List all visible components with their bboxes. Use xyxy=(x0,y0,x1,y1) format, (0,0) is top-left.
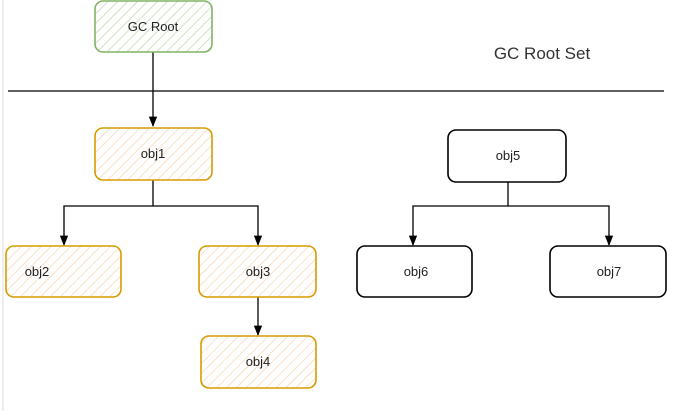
obj4-label: obj4 xyxy=(246,354,271,369)
edge-obj5-obj6 xyxy=(408,182,509,247)
root-set-label: GC Root Set xyxy=(494,44,591,63)
obj7-label: obj7 xyxy=(597,264,622,279)
obj2-box xyxy=(5,245,122,298)
obj5-label: obj5 xyxy=(496,148,521,163)
obj6-box xyxy=(356,245,473,298)
obj2-label: obj2 xyxy=(25,264,50,279)
edge-obj1-obj2 xyxy=(59,180,154,247)
obj1-box xyxy=(94,127,213,181)
obj4-node: obj4 xyxy=(200,335,317,389)
gc-root-node: GC Root xyxy=(94,0,213,53)
connectors xyxy=(59,52,614,337)
obj3-label: obj3 xyxy=(246,264,271,279)
edge-obj1-obj3 xyxy=(153,205,263,247)
gc-root-label: GC Root xyxy=(128,19,179,34)
obj6-node: obj6 xyxy=(356,245,473,298)
obj7-node: obj7 xyxy=(549,245,667,298)
obj3-box xyxy=(198,245,317,298)
gc-root-box xyxy=(94,0,213,53)
edge-obj5-obj7 xyxy=(508,205,614,247)
obj7-box xyxy=(549,245,667,298)
obj5-box xyxy=(447,129,567,183)
obj1-label: obj1 xyxy=(141,146,166,161)
obj5-node: obj5 xyxy=(447,129,567,183)
obj1-node: obj1 xyxy=(94,127,213,181)
obj6-label: obj6 xyxy=(404,264,429,279)
obj2-node: obj2 xyxy=(5,245,122,298)
obj3-node: obj3 xyxy=(198,245,317,298)
obj4-box xyxy=(200,335,317,389)
